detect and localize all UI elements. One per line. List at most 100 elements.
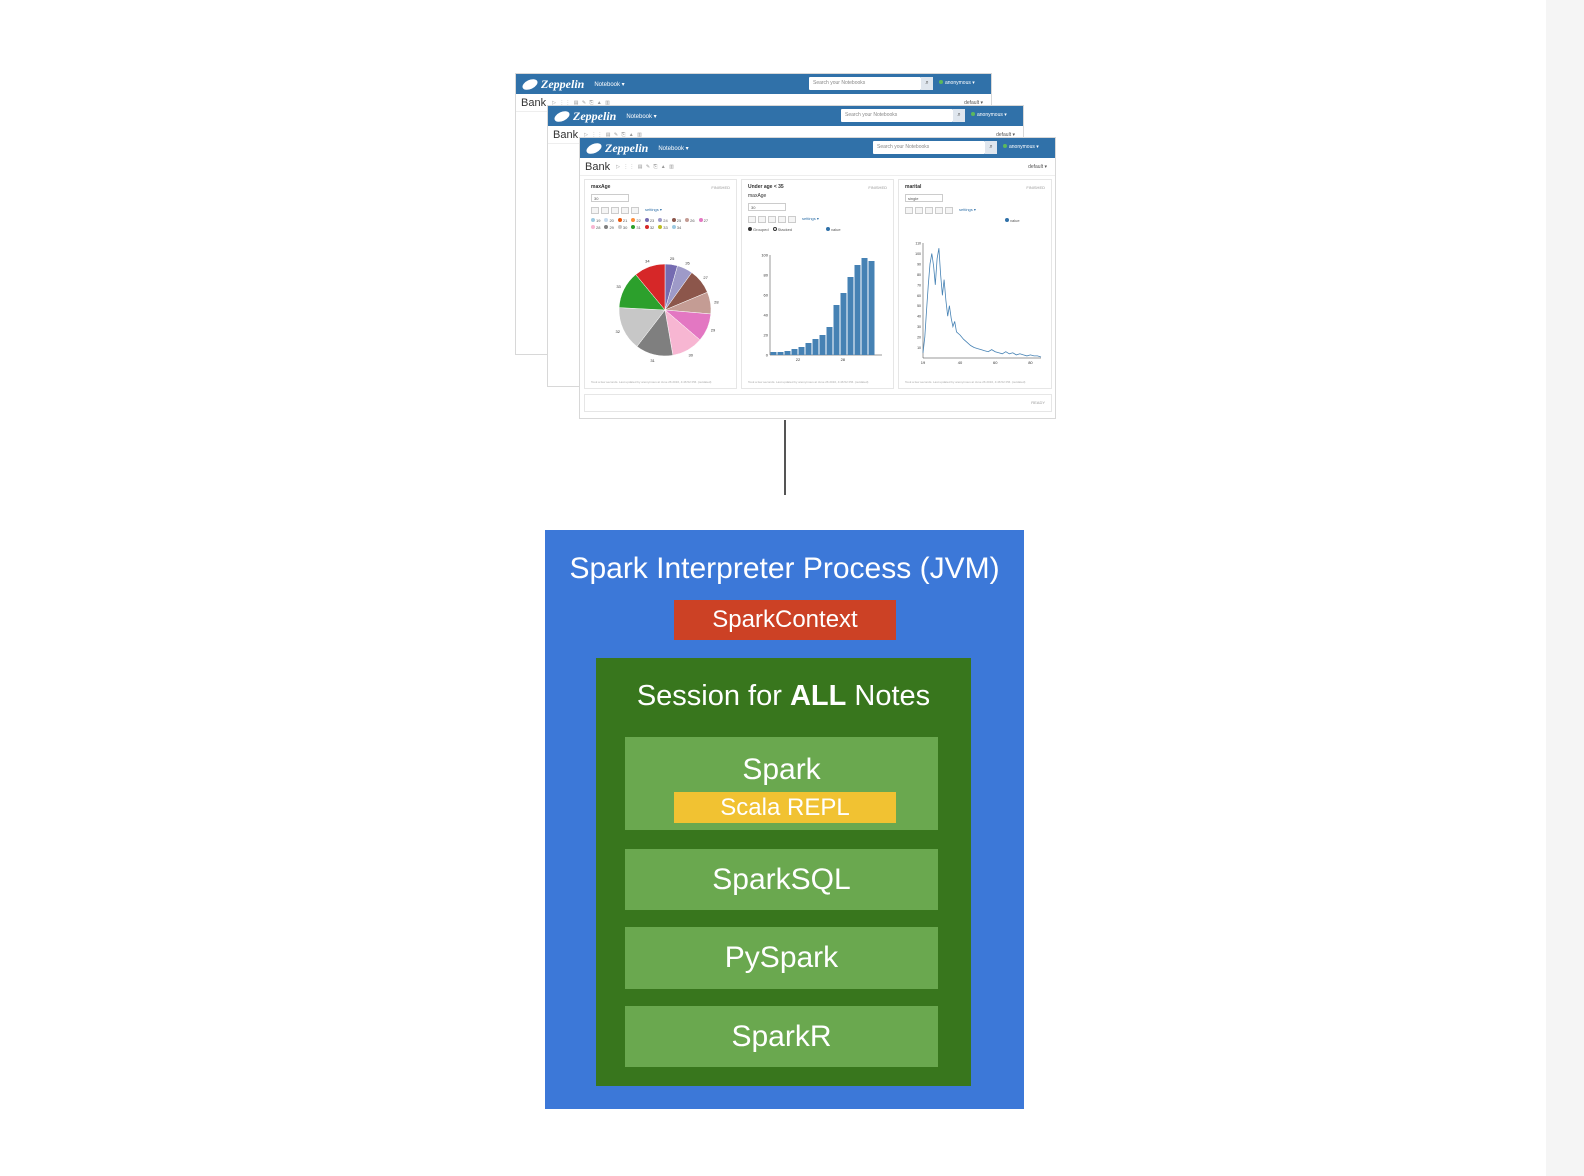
user-menu[interactable]: anonymous ▾ (971, 112, 1007, 118)
zeppelin-logo[interactable]: Zeppelin (552, 109, 616, 124)
paragraph-footer: Took a few seconds. Last updated by anon… (905, 380, 1026, 384)
pie-legend-item[interactable]: 25 (671, 218, 681, 223)
legend-label: 27 (703, 218, 709, 223)
area-chart-button[interactable] (621, 207, 629, 214)
pie-legend-item[interactable]: 20 (604, 218, 614, 223)
user-menu[interactable]: anonymous ▾ (939, 80, 975, 86)
line-chart-button[interactable] (788, 216, 796, 223)
zeppelin-logo[interactable]: Zeppelin (584, 140, 648, 156)
search-icon[interactable]: ⌕ (985, 141, 997, 154)
value-legend: value (1005, 218, 1020, 223)
search-icon[interactable]: ⌕ (921, 77, 933, 90)
pie-legend-item[interactable]: 19 (591, 218, 600, 223)
notebook-menu[interactable]: Notebook ▾ (626, 113, 657, 120)
app-name: Zeppelin (541, 76, 585, 91)
table-view-button[interactable] (591, 207, 599, 214)
settings-link[interactable]: settings ▾ (645, 207, 662, 212)
legend-label: 28 (596, 225, 601, 230)
input-label: maxAge (748, 193, 767, 199)
navbar: Zeppelin Notebook ▾ Search your Notebook… (580, 138, 1055, 158)
max-age-input[interactable]: 30 (591, 194, 629, 202)
legend-label: 29 (609, 225, 614, 230)
y-tick-label: 40 (764, 313, 769, 318)
pie-chart-button[interactable] (925, 207, 933, 214)
pie-legend-item[interactable]: 26 (685, 218, 695, 223)
bar-chart-button[interactable] (758, 216, 766, 223)
pie-legend-item[interactable]: 21 (617, 218, 627, 223)
pie-legend-item[interactable]: 24 (658, 218, 668, 223)
notebook-menu[interactable]: Notebook ▾ (658, 145, 689, 152)
pie-legend-item[interactable]: 33 (658, 225, 668, 230)
notebook-menu[interactable]: Notebook ▾ (594, 81, 625, 88)
area-chart-button[interactable] (778, 216, 786, 223)
default-menu[interactable]: default ▾ (996, 131, 1015, 138)
default-menu[interactable]: default ▾ (1028, 163, 1047, 170)
toolbar-icons[interactable]: ▷ ⋮⋮ ▤ ✎ ⎘ ▲ ▥ (552, 99, 611, 106)
pie-legend-item[interactable]: 29 (604, 225, 614, 230)
pie-legend-item[interactable]: 22 (631, 218, 641, 223)
pie-legend-item[interactable]: 27 (698, 218, 709, 223)
line-chart-button[interactable] (945, 207, 953, 214)
new-paragraph[interactable]: READY (584, 394, 1052, 412)
default-menu[interactable]: default ▾ (964, 99, 983, 106)
session-title-bold: ALL (789, 680, 847, 712)
pie-legend-item[interactable]: 23 (644, 218, 655, 223)
paragraph-title: maxAge (591, 184, 611, 190)
paragraph-title: marital (905, 184, 922, 190)
bar (833, 305, 840, 355)
stacked-option[interactable]: Stacked (772, 227, 792, 232)
line-series (922, 248, 1042, 358)
user-menu[interactable]: anonymous ▾ (1003, 144, 1039, 150)
pie-label: 26 (685, 261, 690, 266)
online-status-icon (971, 112, 975, 116)
marital-select[interactable]: single (905, 194, 943, 202)
search-input[interactable]: Search your Notebooks (841, 109, 953, 122)
pie-legend-item[interactable]: 30 (617, 225, 627, 230)
pie-label: 28 (714, 299, 719, 304)
zeppelin-icon (584, 140, 604, 156)
y-tick-label: 60 (917, 294, 921, 298)
toolbar-icons[interactable]: ▷ ⋮⋮ ▤ ✎ ⎘ ▲ ▥ (584, 131, 643, 138)
table-view-button[interactable] (748, 216, 756, 223)
bar (770, 352, 777, 355)
pie-chart-button[interactable] (611, 207, 619, 214)
legend-swatch (685, 218, 690, 222)
line-chart-button[interactable] (631, 207, 639, 214)
paragraph-line[interactable]: marital FINISHED single settings ▾ value… (898, 179, 1052, 389)
bar-chart-button[interactable] (915, 207, 923, 214)
pie-legend-item[interactable]: 32 (644, 225, 654, 230)
zeppelin-logo[interactable]: Zeppelin (520, 76, 585, 92)
pie-label: 31 (650, 358, 655, 363)
navbar: Zeppelin Notebook ▾ Search your Notebook… (516, 74, 991, 94)
table-view-button[interactable] (905, 207, 913, 214)
legend-label: 33 (663, 225, 668, 230)
pie-legend-item[interactable]: 34 (671, 225, 681, 230)
y-tick-label: 20 (764, 333, 769, 338)
pie-chart-button[interactable] (768, 216, 776, 223)
pie-legend-item[interactable]: 31 (631, 225, 641, 230)
spark-context-box: SparkContext (674, 600, 896, 640)
y-tick-label: 100 (915, 252, 921, 256)
settings-link[interactable]: settings ▾ (959, 207, 976, 212)
legend-label: 31 (636, 225, 641, 230)
search-icon[interactable]: ⌕ (953, 109, 965, 122)
toolbar-icons[interactable]: ▷ ⋮⋮ ▤ ✎ ⎘ ▲ ▥ (616, 163, 675, 170)
y-tick-label: 80 (764, 273, 769, 278)
search-input[interactable]: Search your Notebooks (873, 141, 985, 154)
bar-mode-legend: Grouped Stacked value (748, 227, 868, 232)
grouped-option[interactable]: Grouped (748, 227, 769, 232)
area-chart-button[interactable] (935, 207, 943, 214)
pie-legend-item[interactable]: 28 (591, 225, 600, 230)
bar-chart-button[interactable] (601, 207, 609, 214)
settings-link[interactable]: settings ▾ (802, 216, 819, 221)
max-age-input[interactable]: 30 (748, 203, 786, 211)
paragraph-bar[interactable]: Under age < 35 FINISHED maxAge 30 settin… (741, 179, 894, 389)
notebook-toolbar: Bank ▷ ⋮⋮ ▤ ✎ ⎘ ▲ ▥ default ▾ (580, 158, 1055, 176)
y-tick-label: 110 (915, 242, 921, 246)
search-input[interactable]: Search your Notebooks (809, 77, 921, 90)
navbar: Zeppelin Notebook ▾ Search your Notebook… (548, 106, 1023, 126)
legend-label: 23 (649, 218, 655, 223)
